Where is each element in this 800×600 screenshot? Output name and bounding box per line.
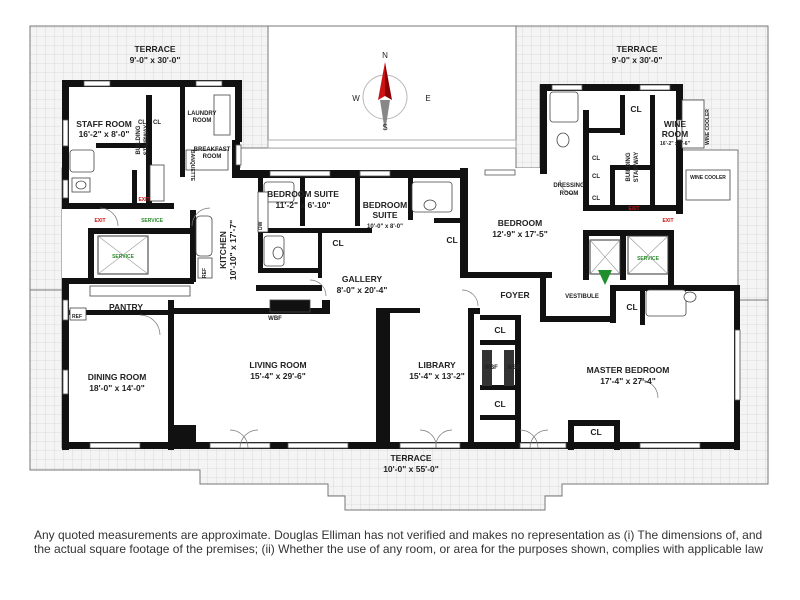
fireplace-labels: WBF WBF WBF <box>268 316 521 371</box>
exit-label-3: EXIT <box>628 206 639 212</box>
foyer-label: FOYER <box>500 290 529 300</box>
master-bedroom-dim: 17'-4" x 27'-4" <box>600 376 656 386</box>
closet-6: CL <box>592 156 600 162</box>
library-dim: 15'-4" x 13'-2" <box>409 371 465 381</box>
gallery-dim: 8'-0" x 20'-4" <box>337 285 388 295</box>
dressing-label-2: ROOM <box>560 191 579 197</box>
closet-9: CL <box>626 302 637 312</box>
bedroom-suite-1-label: BEDROOM SUITE <box>267 189 339 199</box>
stairway-left-1: BUILDING <box>136 125 142 154</box>
closet-7: CL <box>592 174 600 180</box>
service-labels: SERVICE SERVICE SERVICE EXIT EXIT EXIT E… <box>72 197 674 320</box>
closet-3: CL <box>332 238 343 248</box>
compass-needle-icon <box>378 62 385 100</box>
bedroom-label: BEDROOM <box>498 218 542 228</box>
compass-w: W <box>352 94 360 103</box>
service-label-1: SERVICE <box>141 218 164 224</box>
closet-11: CL <box>494 399 505 409</box>
master-bedroom-label: MASTER BEDROOM <box>587 365 670 375</box>
exit-label-4: EXIT <box>662 218 673 224</box>
living-room-label: LIVING ROOM <box>249 360 306 370</box>
terrace-ne-dim: 9'-0" x 30'-0" <box>612 55 663 65</box>
wbf-library-1: WBF <box>484 365 498 371</box>
bedroom-suite-2-label-1: BEDROOM <box>363 200 407 210</box>
stairway-right-2: STAIRWAY <box>634 152 640 183</box>
dressing-label-1: DRESSING <box>553 183 585 189</box>
door-swings <box>99 179 659 449</box>
windows <box>62 80 741 449</box>
closet-12: CL <box>590 427 601 437</box>
wine-room-dim: 16'-2" x 7'-6" <box>660 141 691 147</box>
entry-arrow-icon <box>598 270 612 285</box>
wine-room-label-1: WINE <box>664 119 687 129</box>
bedroom-suite-2-label-2: SUITE <box>372 210 397 220</box>
ref-label-2: REF <box>72 314 82 320</box>
wine-cooler-v: WINE COOLER <box>705 109 711 145</box>
terrace-south-dim: 10'-0" x 55'-0" <box>383 464 439 474</box>
compass-n: N <box>382 51 388 60</box>
staff-room-dim: 16'-2" x 8'-0" <box>79 129 130 139</box>
wine-room-label-2: ROOM <box>662 129 688 139</box>
kitchen-label: KITCHEN <box>218 231 228 269</box>
wbf-living: WBF <box>268 316 282 322</box>
kitchen-dim: 10'-10" x 17'-7" <box>228 220 238 280</box>
interior-floor <box>62 82 738 448</box>
gallery-label: GALLERY <box>342 274 383 284</box>
wine-cooler-h: WINE COOLER <box>690 175 726 181</box>
service-label-2: SERVICE <box>112 254 135 260</box>
library-label: LIBRARY <box>418 360 456 370</box>
closet-8: CL <box>592 196 600 202</box>
staff-room-label: STAFF ROOM <box>76 119 132 129</box>
fixtures <box>69 91 731 321</box>
bedroom-dim: 12'-9" x 17'-5" <box>492 229 548 239</box>
laundry-label-1: LAUNDRY <box>187 111 216 117</box>
terrace-top-strip <box>267 25 517 149</box>
bedroom-suite-1-dim: 11'-2" x 6'-10" <box>275 200 330 210</box>
bedroom-suite-2-dim: 10'-0" x 8'-0" <box>367 224 403 230</box>
floor-plan: N S W E TERRACE 9'-0" x 30'-0" TERRACE 9… <box>29 25 769 511</box>
terrace-ne-label: TERRACE <box>616 44 657 54</box>
terrace-nw-label: TERRACE <box>134 44 175 54</box>
closet-5: CL <box>630 104 641 114</box>
dw-label: DW <box>258 221 264 230</box>
room-labels: TERRACE 9'-0" x 30'-0" TERRACE 9'-0" x 3… <box>76 44 726 474</box>
service-label-3: SERVICE <box>637 256 660 262</box>
compass: N S W E <box>352 51 431 132</box>
compass-s: S <box>382 123 387 132</box>
breakfast-label-2: ROOM <box>203 154 222 160</box>
stairway-right-1: BUILDING <box>626 152 632 181</box>
closet-labels: CL CL CL CL CL CL CL CL CL CL CL CL <box>138 104 642 437</box>
laundry-label-2: ROOM <box>193 118 212 124</box>
service-elevators <box>97 235 669 285</box>
vestibule-label: VESTIBULE <box>565 294 599 300</box>
living-room-dim: 15'-4" x 29'-6" <box>250 371 306 381</box>
terrace-nw-dim: 9'-0" x 30'-0" <box>130 55 181 65</box>
wbf-library-2: WBF <box>507 365 521 371</box>
dining-room-label: DINING ROOM <box>88 372 147 382</box>
disclaimer-text: Any quoted measurements are approximate.… <box>34 528 764 556</box>
exit-label-2: EXIT <box>94 218 105 224</box>
dining-room-dim: 18'-0" x 14'-0" <box>89 383 145 393</box>
exit-label-1: EXIT <box>138 197 149 203</box>
closet-1: CL <box>138 120 146 126</box>
closet-4: CL <box>446 235 457 245</box>
breakfast-label-1: BREAKFAST <box>194 147 231 153</box>
stairway-left-2: STAIRWAY <box>144 125 150 156</box>
closet-2: CL <box>153 120 161 126</box>
walls <box>62 80 740 450</box>
pantry-label: PANTRY <box>109 302 143 312</box>
compass-e: E <box>425 94 430 103</box>
closet-10: CL <box>494 325 505 335</box>
banquette-label: BANQUETTE <box>189 150 195 182</box>
terrace-south-label: TERRACE <box>390 453 431 463</box>
ref-label-1: REF <box>202 268 208 278</box>
